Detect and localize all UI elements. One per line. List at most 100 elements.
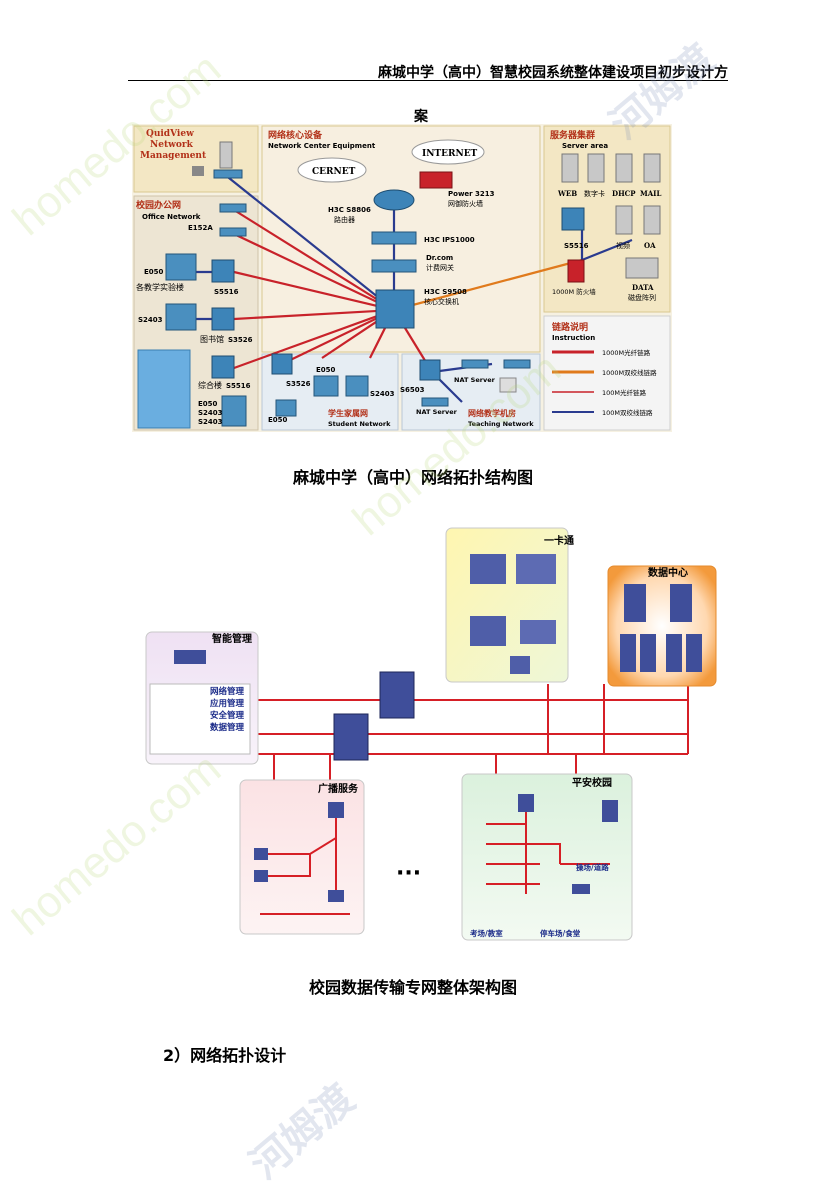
- datacenter-title: 数据中心: [648, 566, 688, 579]
- server-icon: [643, 205, 661, 235]
- terminal-icon: [510, 656, 530, 674]
- server-icon: [643, 153, 661, 183]
- smart-item-1: 应用管理: [210, 698, 245, 709]
- quidview-label-3: Management: [140, 151, 207, 161]
- firewall-icon: [567, 259, 585, 283]
- building-icon: [516, 554, 556, 584]
- server-rack-icon: [624, 584, 646, 622]
- s5516-a-label: S5516: [214, 288, 239, 296]
- server-icon: [561, 153, 579, 183]
- figure-2-caption: 校园数据传输专网整体架构图: [308, 978, 517, 997]
- student-cn: 学生家属网: [328, 408, 368, 418]
- section-heading: 2）网络拓扑设计: [163, 1046, 287, 1065]
- e050-c-label: E050: [316, 366, 336, 374]
- smart-title: 智能管理: [212, 632, 252, 645]
- link-s5516-b: [233, 308, 395, 370]
- legend-label-0: 1000M光纤链路: [602, 348, 651, 357]
- server-icon: [174, 650, 206, 664]
- cloud-icon: [297, 157, 367, 183]
- server-rack-icon: [620, 634, 636, 672]
- smart-item-3: 数据管理: [210, 722, 245, 733]
- cernet-label: CERNET: [312, 167, 356, 177]
- building-icon: [470, 554, 506, 584]
- nat-server-2: NAT Server: [416, 408, 458, 416]
- library-label: 图书馆: [200, 334, 224, 344]
- switch-icon: [219, 227, 247, 237]
- nce-en: Network Center Equipment: [268, 142, 376, 150]
- legend-label-1: 1000M双绞线链路: [602, 368, 657, 377]
- core-switch-icon: [271, 353, 293, 375]
- legend-cn: 链路说明: [552, 321, 588, 333]
- switch-stack-icon: [165, 303, 197, 331]
- switch-stack-icon: [221, 395, 247, 427]
- switch-icon: [421, 397, 449, 407]
- server-icon: [587, 153, 605, 183]
- quidview-label-2: Network: [150, 140, 194, 150]
- office-network-cn: 校园办公网: [136, 199, 181, 211]
- oa-label: OA: [644, 241, 656, 250]
- web-label: WEB: [557, 189, 577, 198]
- panel-quidview: [133, 125, 259, 193]
- parking-label: 停车场/食堂: [540, 928, 581, 938]
- drcom-cn-label: 计费网关: [426, 263, 454, 272]
- s6503-label: S6503: [400, 386, 425, 394]
- router-cn-label: 路由器: [334, 215, 355, 224]
- nat-server-1: NAT Server: [454, 376, 496, 384]
- e152a-label: E152A: [188, 224, 213, 232]
- link-server: [393, 258, 583, 312]
- labs-label: 各教学实验楼: [136, 282, 184, 292]
- header-title-continued: 案: [414, 109, 428, 125]
- switch-icon: [461, 359, 489, 369]
- bus-lines: [240, 684, 689, 784]
- switch-icon: [572, 884, 590, 894]
- link-quidview: [223, 173, 395, 311]
- switch-stack-icon: [165, 253, 197, 281]
- internet-label: INTERNET: [422, 149, 478, 159]
- link-office-1: [233, 209, 395, 311]
- s2403-d-label: S2403: [370, 390, 395, 398]
- smart-item-0: 网络管理: [210, 686, 245, 697]
- switch-icon: [213, 169, 243, 179]
- link-office-2: [233, 233, 395, 311]
- student-en: Student Network: [328, 420, 391, 428]
- power-label: Power 3213: [448, 190, 495, 198]
- s2403-b-label: S2403: [198, 409, 223, 417]
- s2403-a-label: S2403: [138, 316, 163, 324]
- page-header: 麻城中学（高中）智慧校园系统整体建设项目初步设计方: [128, 60, 728, 81]
- card-title: 一卡通: [544, 534, 574, 547]
- server-icon: [518, 794, 534, 812]
- link-server-video: [581, 238, 633, 262]
- safe-title: 平安校园: [572, 776, 612, 789]
- ips-label: H3C IPS1000: [424, 236, 475, 244]
- firewall-icon: [419, 171, 453, 189]
- e050-d-label: E050: [268, 416, 288, 424]
- ips-icon: [371, 231, 417, 245]
- core-switch-icon: [211, 355, 235, 379]
- watermark-text-cn: 河姆渡: [241, 1075, 364, 1189]
- switch-stack-icon: [275, 399, 297, 417]
- switch-stack-icon: [345, 375, 369, 397]
- cloud-icon: [411, 139, 485, 165]
- dhcp-label: DHCP: [612, 189, 636, 198]
- disk-array-icon: [625, 257, 659, 279]
- link-s5516-a: [233, 270, 395, 312]
- complex-label: 综合楼: [198, 380, 222, 390]
- switch-icon: [328, 890, 344, 902]
- disk-label: 磁盘阵列: [628, 293, 656, 302]
- server-icon: [219, 141, 233, 169]
- server-cn: 服务器集群: [550, 129, 595, 141]
- switch-icon: [503, 359, 531, 369]
- data-label: DATA: [632, 283, 654, 292]
- network-topology-diagram: QuidView Network Management 校园办公网 Office…: [132, 124, 672, 432]
- mail-label: MAIL: [640, 189, 661, 198]
- teach-cn: 网络教学机房: [468, 408, 516, 418]
- video-label: 视频: [616, 241, 630, 250]
- building-icon: [520, 620, 556, 644]
- switch-icon: [219, 203, 247, 213]
- core-switch-icon: [333, 713, 369, 761]
- office-network-en: Office Network: [142, 213, 201, 221]
- broadcast-title: 广播服务: [318, 782, 359, 795]
- speaker-icon: [254, 870, 268, 882]
- computer-icon: [499, 377, 517, 393]
- server-rack-icon: [666, 634, 682, 672]
